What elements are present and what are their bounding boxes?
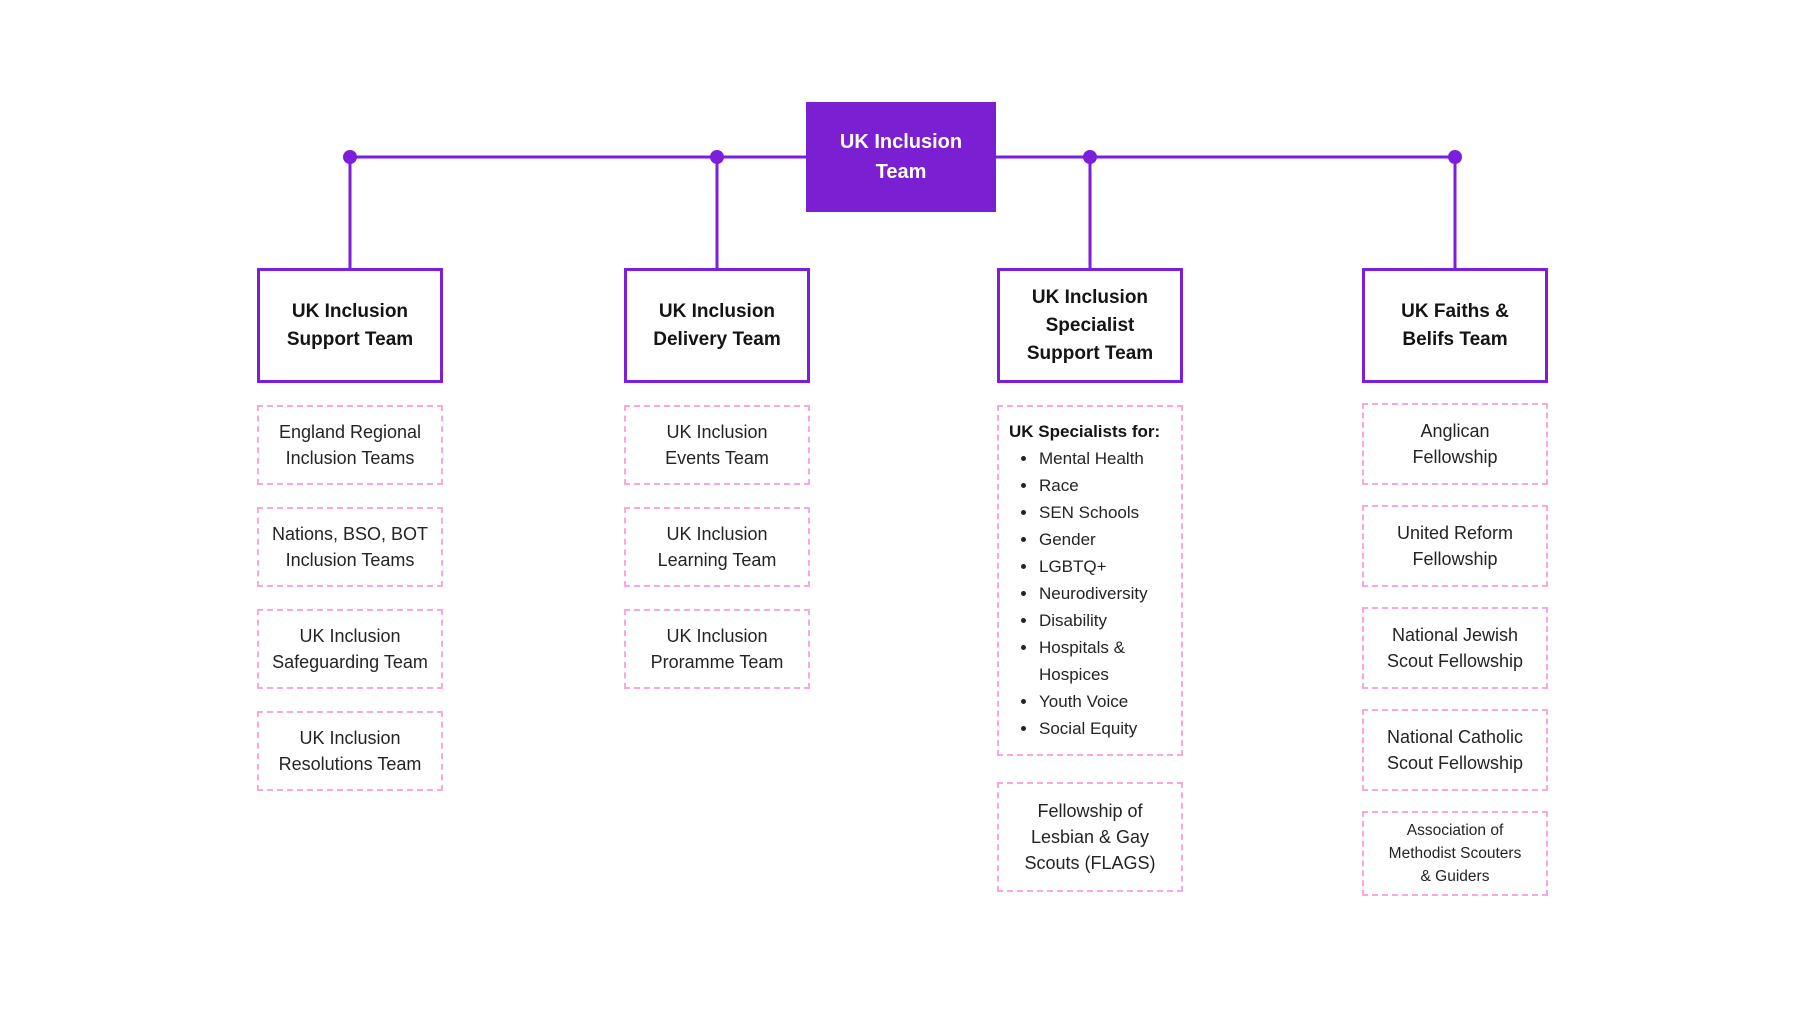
specialists-list: Mental Health Race SEN Schools Gender LG… bbox=[1009, 445, 1171, 742]
specialist-item: Social Equity bbox=[1038, 715, 1171, 742]
branch-node-support-team: UK Inclusion Support Team bbox=[257, 268, 443, 383]
sub-team-programme: UK Inclusion Proramme Team bbox=[624, 609, 810, 689]
specialist-item: Neurodiversity bbox=[1038, 580, 1171, 607]
specialist-item: Race bbox=[1038, 472, 1171, 499]
sub-team-national-catholic-scout-fellowship: National Catholic Scout Fellowship bbox=[1362, 709, 1548, 791]
specialist-item: Disability bbox=[1038, 607, 1171, 634]
column-support-team: UK Inclusion Support Team England Region… bbox=[257, 268, 443, 791]
branch-node-delivery-team: UK Inclusion Delivery Team bbox=[624, 268, 810, 383]
root-node-uk-inclusion-team: UK Inclusion Team bbox=[806, 102, 996, 212]
sub-team-national-jewish-scout-fellowship: National Jewish Scout Fellowship bbox=[1362, 607, 1548, 689]
sub-team-flags: Fellowship of Lesbian & Gay Scouts (FLAG… bbox=[997, 782, 1183, 892]
specialists-list-node: UK Specialists for: Mental Health Race S… bbox=[997, 405, 1183, 756]
sub-team-resolutions: UK Inclusion Resolutions Team bbox=[257, 711, 443, 791]
specialist-item: Hospitals & Hospices bbox=[1038, 634, 1171, 688]
branch-node-specialist-support-team: UK Inclusion Specialist Support Team bbox=[997, 268, 1183, 383]
specialist-item: SEN Schools bbox=[1038, 499, 1171, 526]
specialist-item: LGBTQ+ bbox=[1038, 553, 1171, 580]
specialist-item: Mental Health bbox=[1038, 445, 1171, 472]
specialist-item: Gender bbox=[1038, 526, 1171, 553]
branch-node-faiths-beliefs-team: UK Faiths & Belifs Team bbox=[1362, 268, 1548, 383]
sub-team-anglican-fellowship: Anglican Fellowship bbox=[1362, 403, 1548, 485]
sub-team-learning: UK Inclusion Learning Team bbox=[624, 507, 810, 587]
sub-team-methodist-scouters-guiders: Association of Methodist Scouters & Guid… bbox=[1362, 811, 1548, 896]
column-specialist-support-team: UK Inclusion Specialist Support Team UK … bbox=[997, 268, 1183, 892]
specialist-item: Youth Voice bbox=[1038, 688, 1171, 715]
sub-team-safeguarding: UK Inclusion Safeguarding Team bbox=[257, 609, 443, 689]
sub-team-events: UK Inclusion Events Team bbox=[624, 405, 810, 485]
column-delivery-team: UK Inclusion Delivery Team UK Inclusion … bbox=[624, 268, 810, 689]
specialists-heading: UK Specialists for: bbox=[1009, 422, 1161, 441]
sub-team-england-regional: England Regional Inclusion Teams bbox=[257, 405, 443, 485]
sub-team-nations-bso-bot: Nations, BSO, BOT Inclusion Teams bbox=[257, 507, 443, 587]
column-faiths-beliefs-team: UK Faiths & Belifs Team Anglican Fellows… bbox=[1362, 268, 1548, 896]
sub-team-united-reform-fellowship: United Reform Fellowship bbox=[1362, 505, 1548, 587]
